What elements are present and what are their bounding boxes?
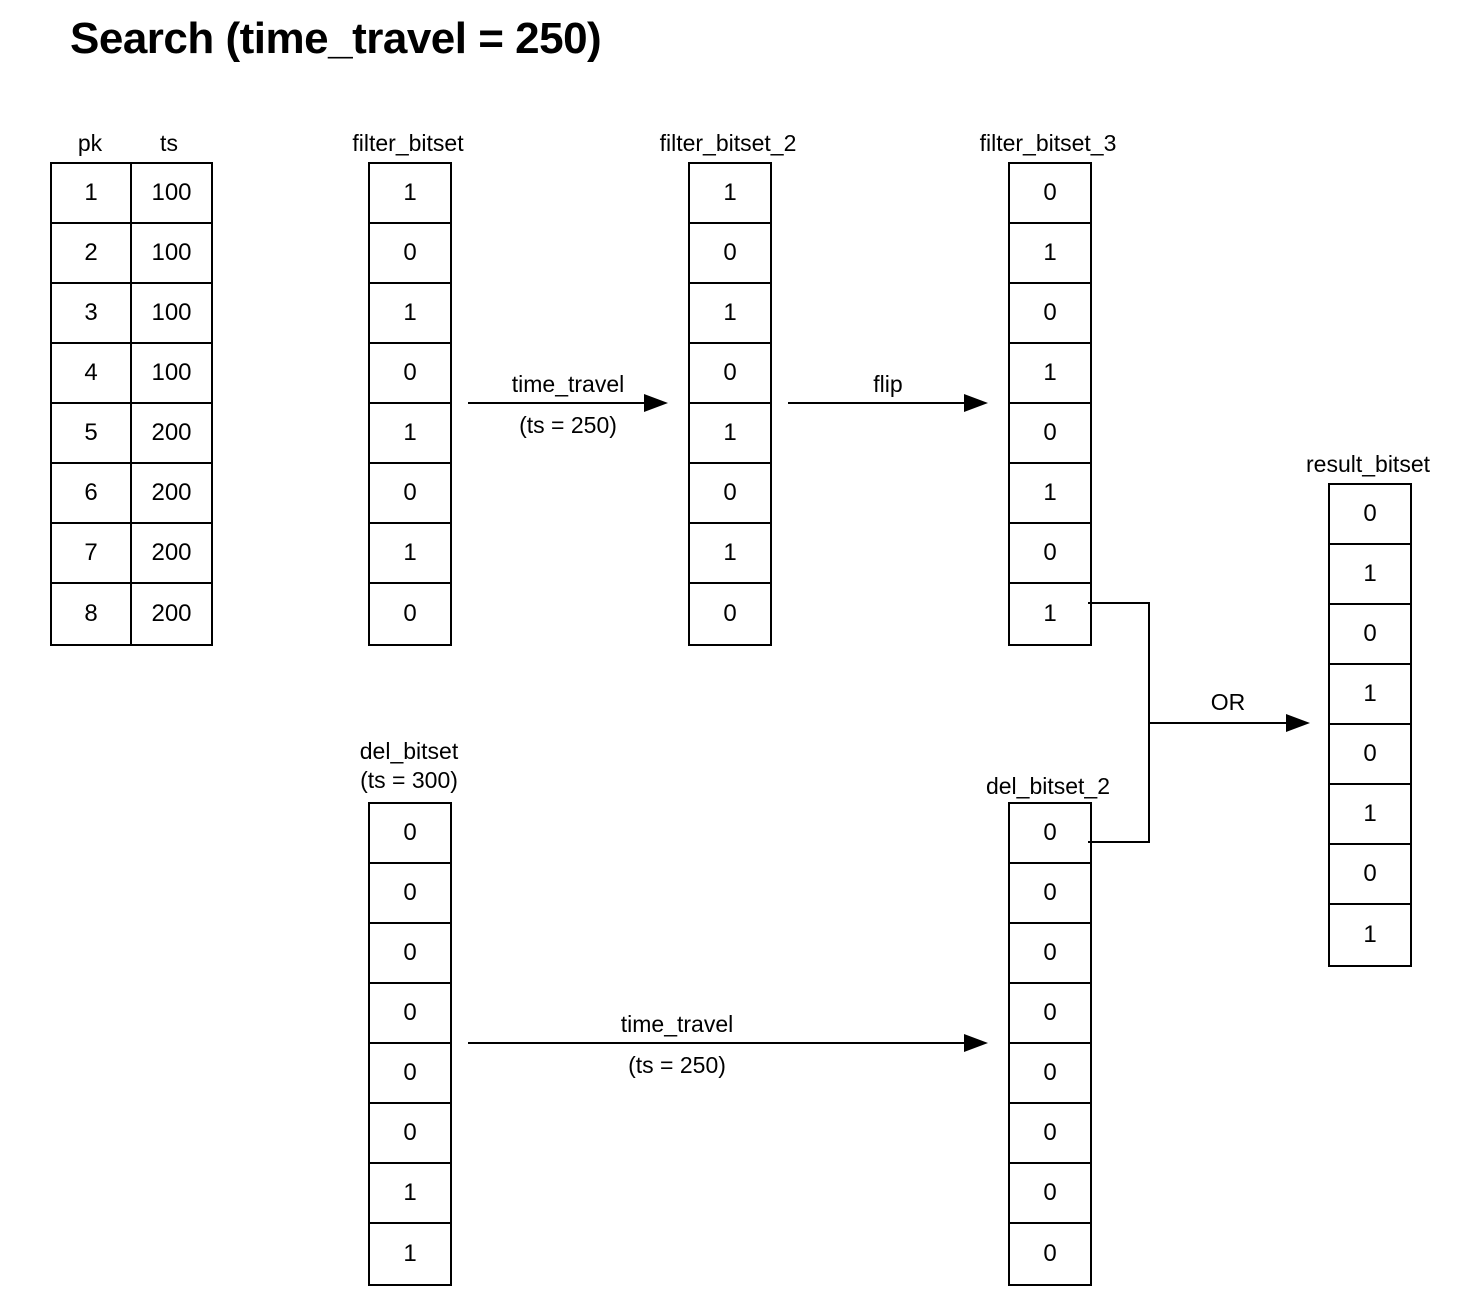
bitset-cell: 0 bbox=[1330, 485, 1410, 545]
bitset-cell: 0 bbox=[723, 600, 737, 627]
time-travel-bottom-arrow-label: time_travel bbox=[620, 1010, 734, 1037]
time-travel-top-arrow-sublabel: (ts = 250) bbox=[519, 411, 617, 438]
flip-arrow-label: flip bbox=[873, 370, 903, 397]
pk-ts-table: 1 100 2 100 3 100 4 100 5 200 6 200 7 20… bbox=[50, 162, 213, 646]
bitset-cell: 0 bbox=[1330, 845, 1410, 905]
bitset-cell: 1 bbox=[370, 404, 450, 464]
pk-column-header: pk bbox=[77, 129, 103, 156]
bitset-cell: 1 bbox=[1010, 224, 1090, 284]
bitset-cell: 1 bbox=[690, 524, 770, 584]
filter-bitset-2-column: 1 0 1 0 1 0 1 0 bbox=[688, 162, 772, 646]
table-cell-pk: 2 bbox=[52, 224, 132, 284]
del-bitset-sublabel: (ts = 300) bbox=[360, 766, 458, 793]
filter-bitset-column: 1 0 1 0 1 0 1 0 bbox=[368, 162, 452, 646]
del-bitset-2-label: del_bitset_2 bbox=[985, 772, 1111, 799]
table-cell-pk: 5 bbox=[52, 404, 132, 464]
bitset-cell: 0 bbox=[1010, 864, 1090, 924]
bitset-cell: 0 bbox=[1010, 1104, 1090, 1164]
bitset-cell: 0 bbox=[370, 804, 450, 864]
diagram-title: Search (time_travel = 250) bbox=[70, 14, 602, 63]
bitset-cell: 1 bbox=[690, 164, 770, 224]
flip-arrowhead-icon bbox=[964, 394, 988, 412]
bitset-cell: 0 bbox=[690, 224, 770, 284]
bitset-cell: 0 bbox=[1330, 605, 1410, 665]
or-arrowhead-icon bbox=[1286, 714, 1310, 732]
bitset-cell: 1 bbox=[1330, 545, 1410, 605]
bitset-cell: 0 bbox=[403, 600, 417, 627]
time-travel-top-arrow-label: time_travel bbox=[511, 370, 625, 397]
filter-bitset-2-label: filter_bitset_2 bbox=[659, 129, 797, 156]
bitset-cell: 0 bbox=[1010, 284, 1090, 344]
bitset-cell: 0 bbox=[1043, 1240, 1057, 1267]
bitset-cell: 0 bbox=[1010, 524, 1090, 584]
bitset-cell: 1 bbox=[403, 1240, 417, 1267]
bitset-cell: 0 bbox=[1010, 984, 1090, 1044]
table-cell-ts: 200 bbox=[151, 600, 192, 627]
bitset-cell: 0 bbox=[1010, 804, 1090, 864]
bitset-cell: 1 bbox=[690, 404, 770, 464]
del-bitset-column: 0 0 0 0 0 0 1 1 bbox=[368, 802, 452, 1286]
bitset-cell: 0 bbox=[690, 344, 770, 404]
table-cell-pk: 4 bbox=[52, 344, 132, 404]
bitset-cell: 1 bbox=[1043, 600, 1057, 627]
result-bitset-column: 0 1 0 1 0 1 0 1 bbox=[1328, 483, 1412, 967]
bitset-cell: 1 bbox=[1010, 464, 1090, 524]
table-cell-ts: 200 bbox=[132, 464, 211, 524]
or-arrow-label: OR bbox=[1210, 688, 1246, 715]
table-cell-ts: 100 bbox=[132, 164, 211, 224]
filter-bitset-3-column: 0 1 0 1 0 1 0 1 bbox=[1008, 162, 1092, 646]
bitset-cell: 1 bbox=[370, 1164, 450, 1224]
bitset-cell: 0 bbox=[370, 864, 450, 924]
bitset-cell: 1 bbox=[1363, 921, 1377, 948]
bitset-cell: 0 bbox=[370, 344, 450, 404]
bitset-cell: 0 bbox=[1010, 1164, 1090, 1224]
bitset-cell: 1 bbox=[370, 284, 450, 344]
time-travel-bottom-arrow-sublabel: (ts = 250) bbox=[628, 1051, 726, 1078]
table-cell-pk: 1 bbox=[52, 164, 132, 224]
table-cell-ts: 200 bbox=[132, 524, 211, 584]
bitset-cell: 1 bbox=[690, 284, 770, 344]
table-cell-pk: 8 bbox=[52, 584, 132, 644]
table-cell-pk: 6 bbox=[52, 464, 132, 524]
table-cell-pk: 7 bbox=[52, 524, 132, 584]
filter-bitset-label: filter_bitset bbox=[352, 129, 464, 156]
bitset-cell: 0 bbox=[370, 224, 450, 284]
time-travel-bottom-arrowhead-icon bbox=[964, 1034, 988, 1052]
bitset-cell: 0 bbox=[1010, 404, 1090, 464]
bitset-cell: 0 bbox=[1010, 164, 1090, 224]
table-cell-pk: 3 bbox=[52, 284, 132, 344]
or-junction-line bbox=[1088, 602, 1150, 843]
bitset-cell: 1 bbox=[1010, 344, 1090, 404]
ts-column-header: ts bbox=[160, 129, 178, 156]
bitset-cell: 0 bbox=[1010, 924, 1090, 984]
table-cell-ts: 100 bbox=[132, 224, 211, 284]
time-travel-top-arrowhead-icon bbox=[644, 394, 668, 412]
bitset-cell: 1 bbox=[1330, 785, 1410, 845]
bitset-cell: 0 bbox=[1010, 1044, 1090, 1104]
del-bitset-label: del_bitset bbox=[359, 737, 459, 764]
result-bitset-label: result_bitset bbox=[1305, 450, 1431, 477]
bitset-cell: 0 bbox=[690, 464, 770, 524]
table-cell-ts: 200 bbox=[132, 404, 211, 464]
bitset-cell: 1 bbox=[370, 524, 450, 584]
bitset-cell: 1 bbox=[370, 164, 450, 224]
bitset-cell: 0 bbox=[370, 464, 450, 524]
bitset-cell: 0 bbox=[1330, 725, 1410, 785]
bitset-cell: 1 bbox=[1330, 665, 1410, 725]
bitset-cell: 0 bbox=[370, 984, 450, 1044]
bitset-cell: 0 bbox=[370, 1044, 450, 1104]
del-bitset-2-column: 0 0 0 0 0 0 0 0 bbox=[1008, 802, 1092, 1286]
table-cell-ts: 100 bbox=[132, 344, 211, 404]
filter-bitset-3-label: filter_bitset_3 bbox=[979, 129, 1117, 156]
bitset-cell: 0 bbox=[370, 924, 450, 984]
bitset-cell: 0 bbox=[370, 1104, 450, 1164]
table-cell-ts: 100 bbox=[132, 284, 211, 344]
